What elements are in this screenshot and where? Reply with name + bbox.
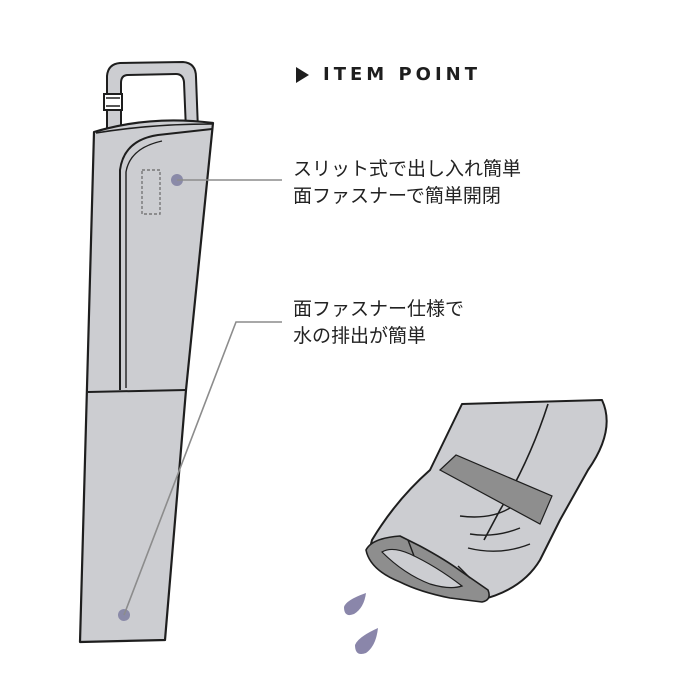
- water-drop-icon: [355, 628, 378, 654]
- water-drop-icon: [344, 593, 366, 616]
- leader-line-2: [123, 321, 282, 616]
- water-drops: [344, 593, 378, 654]
- callout-drain: 面ファスナー仕様で 水の排出が簡単: [293, 296, 464, 350]
- bottom-detail-view: [365, 399, 608, 603]
- item-point-heading: ITEM POINT: [296, 64, 481, 85]
- triangle-play-icon: [296, 66, 309, 83]
- callout-drain-line-2: 水の排出が簡単: [293, 325, 427, 347]
- leader-lines: [123, 179, 282, 616]
- callout-drain-line-1: 面ファスナー仕様で: [293, 298, 465, 320]
- umbrella-cover-body: [78, 119, 215, 644]
- fastener-patch: [438, 454, 553, 525]
- callout-slit-line-1: スリット式で出し入れ簡単: [293, 158, 522, 180]
- callout-slit-line-2: 面ファスナーで簡単開閉: [293, 185, 501, 207]
- callout-slit: スリット式で出し入れ簡単 面ファスナーで簡単開閉: [293, 156, 521, 210]
- item-point-title: ITEM POINT: [323, 64, 481, 85]
- fastener-patch-outline: [141, 169, 161, 215]
